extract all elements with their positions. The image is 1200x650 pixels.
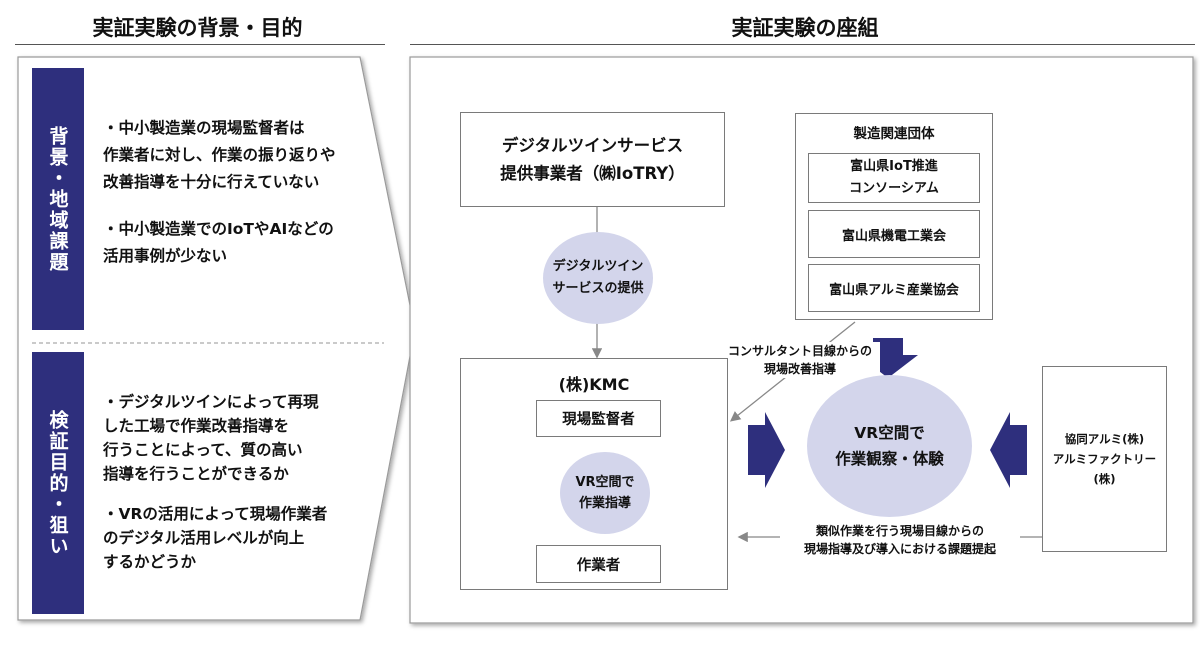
- provider-box: デジタルツインサービス 提供事業者（㈱IoTRY）: [460, 112, 725, 207]
- industry-member-box: 富山県IoT推進 コンソーシアム: [808, 153, 980, 203]
- right-header: 実証実験の座組: [731, 16, 879, 40]
- background-bullets: ・中小製造業の現場監督者は 作業者に対し、作業の振り返りや 改善指導を十分に行え…: [103, 115, 373, 290]
- provider-service-circle: デジタルツイン サービスの提供: [543, 232, 653, 324]
- right-header-rule: [410, 44, 1195, 45]
- purpose-bullets: ・デジタルツインによって再現 した工場で作業改善指導を 行うことによって、質の高…: [103, 390, 373, 594]
- industry-member-box: 富山県機電工業会: [808, 210, 980, 258]
- bullet-text: ・中小製造業でのIoTやAIなどの 活用事例が少ない: [103, 220, 334, 265]
- bullet-text: ・中小製造業の現場監督者は 作業者に対し、作業の振り返りや 改善指導を十分に行え…: [103, 119, 336, 191]
- left-header: 実証実験の背景・目的: [92, 16, 303, 40]
- worker-box: 作業者: [536, 545, 661, 583]
- vr-experience-circle: VR空間で 作業観察・体験: [807, 375, 972, 517]
- consultant-guidance-label: コンサルタント目線からの 現場改善指導: [720, 342, 880, 378]
- bullet-text: ・VRの活用によって現場作業者 のデジタル活用レベルが向上 するかどうか: [103, 505, 328, 571]
- left-header-rule: [15, 44, 385, 45]
- partner-companies-box: 協同アルミ(株) アルミファクトリー(株): [1042, 366, 1167, 552]
- field-guidance-label: 類似作業を行う現場目線からの 現場指導及び導入における課題提起: [780, 522, 1020, 558]
- industry-member-box: 富山県アルミ産業協会: [808, 264, 980, 312]
- verification-purpose-label: 検証目的・狙い: [32, 352, 84, 614]
- bullet-text: ・デジタルツインによって再現 した工場で作業改善指導を 行うことによって、質の高…: [103, 393, 319, 483]
- background-issue-label: 背景・地域課題: [32, 68, 84, 330]
- vr-guidance-circle: VR空間で 作業指導: [560, 452, 650, 534]
- supervisor-box: 現場監督者: [536, 400, 661, 437]
- kmc-title: (株)KMC: [558, 375, 630, 394]
- industry-group-title: 製造関連団体: [853, 126, 935, 142]
